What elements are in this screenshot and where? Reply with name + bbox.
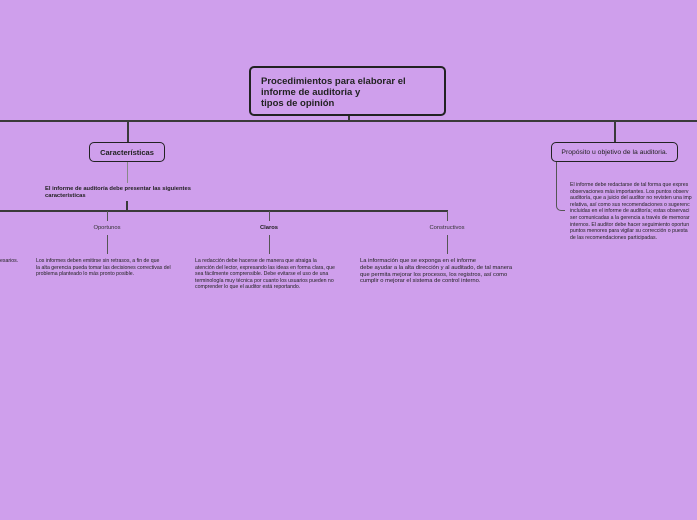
main-horizontal-connector [0,120,697,122]
text-line: que permita mejorar los procesos, los re… [360,271,508,278]
text-line: incluidas en el informe de auditoría; es… [570,208,690,215]
connector-proposito-text [556,162,565,211]
left-fragment-text: esarios. [0,258,19,264]
branch-oportunos[interactable]: Oportunos [93,225,121,231]
branch-oportunos-text[interactable]: Los informes deben emitirse sin retrasos… [36,258,171,278]
text-line: Los informes deben emitirse sin retrasos… [36,258,160,264]
text-line: observaciones más importantes. Los punto… [570,188,689,195]
text-line: terminología muy técnica por cuanto los … [195,277,334,284]
text-line: de las recomendaciones participadas. [570,234,658,241]
branches-horizontal-connector [0,210,448,212]
root-line: Procedimientos para elaborar el [261,76,406,87]
root-connector [348,116,350,121]
text-line: La información que se exponga en el info… [360,258,477,264]
root-node[interactable]: Procedimientos para elaborar el informe … [249,66,446,116]
node-label: Propósito u objetivo de la auditoria. [561,148,668,156]
text-line: la alta gerencia pueda tomar las decisio… [36,264,171,271]
branch-claros[interactable]: Claros [259,225,279,231]
connector-oportunos-text [107,235,108,254]
node-label: Características [100,147,154,157]
root-line: tipos de opinión [261,98,335,109]
text-line: debe ayudar a la alta dirección y al aud… [360,264,513,271]
node-proposito[interactable]: Propósito u objetivo de la auditoria. [551,142,678,162]
connector-proposito [614,120,616,143]
caracteristicas-subtitle[interactable]: El informe de auditoría debe presentar l… [45,186,191,200]
root-line: informe de auditoria y [261,87,361,98]
text-line: El informe debe redactarse de tal forma … [570,182,689,188]
text-line: La redacción debe hacerse de manera que … [195,258,317,264]
text-line: comprender lo que el auditor está report… [195,284,301,291]
text-line: relativa, así como sus recomendaciones o… [570,201,690,208]
text-line: puntos menores para vigilar su correcció… [570,228,688,235]
connector-caracteristicas-sub [127,162,128,183]
text-line: auditoría, que a juicio del auditor no r… [570,195,692,202]
text-line: internos. El auditor debe hacer seguimie… [570,221,690,228]
connector-constructivos-text [447,235,448,254]
text-line: cumplir o mejorar el sistema de control … [360,278,481,285]
branch-constructivos[interactable]: Constructivos [429,225,465,231]
connector-claros [269,211,270,221]
connector-caracteristicas [127,120,129,143]
proposito-text[interactable]: El informe debe redactarse de tal forma … [570,182,697,241]
branch-constructivos-text[interactable]: La información que se exponga en el info… [360,258,512,285]
connector-constructivos [447,211,448,221]
connector-oportunos [107,211,108,221]
text-line: problema planteado lo más pronto posible… [36,271,135,278]
text-line: ser comunicadas a la gerencia a través d… [570,214,690,221]
text-line: caracteristicas [45,192,86,199]
connector-sub-thick [126,201,128,211]
branch-claros-text[interactable]: La redacción debe hacerse de manera que … [195,258,335,291]
text-line: El informe de auditoría debe presentar l… [45,186,191,192]
text-line: sea fácilmente comprensible. Debe evitar… [195,271,329,278]
connector-claros-text [269,235,270,254]
node-caracteristicas[interactable]: Características [89,142,165,162]
text-line: atención del lector, expresando las idea… [195,264,335,271]
